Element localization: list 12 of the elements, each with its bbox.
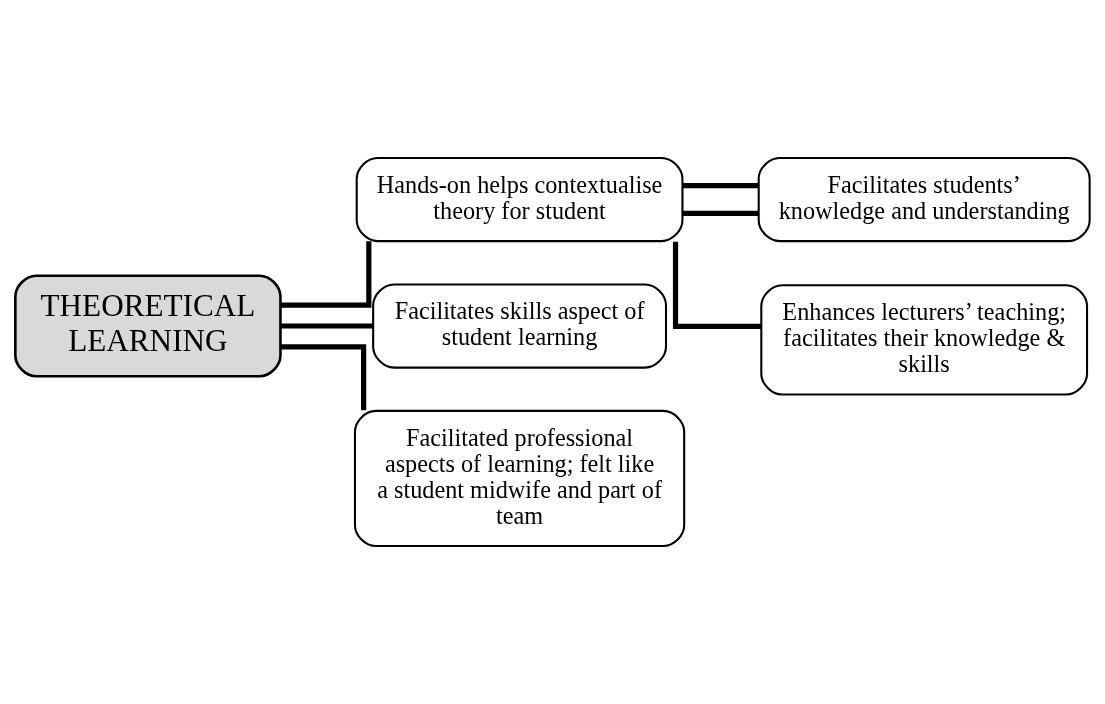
- node-box: Facilitates students’ knowledge and understanding: [757, 156, 1091, 243]
- node-box: Facilitates skills aspect of student learning: [372, 283, 668, 369]
- node-box: Hands-on helps contextualise theory for student: [355, 156, 684, 243]
- connector: [683, 210, 759, 216]
- node-box: Facilitated professional aspects of learning; felt like a student midwife and part of team: [353, 409, 686, 548]
- node-box: THEORETICAL LEARNING: [14, 274, 282, 378]
- connector: [280, 344, 367, 411]
- connector: [683, 183, 759, 189]
- connector: [280, 241, 372, 308]
- node-box: Enhances lecturers’ teaching; facilitates their knowledge & skills: [760, 284, 1089, 396]
- connector: [280, 323, 374, 329]
- connector: [672, 241, 762, 330]
